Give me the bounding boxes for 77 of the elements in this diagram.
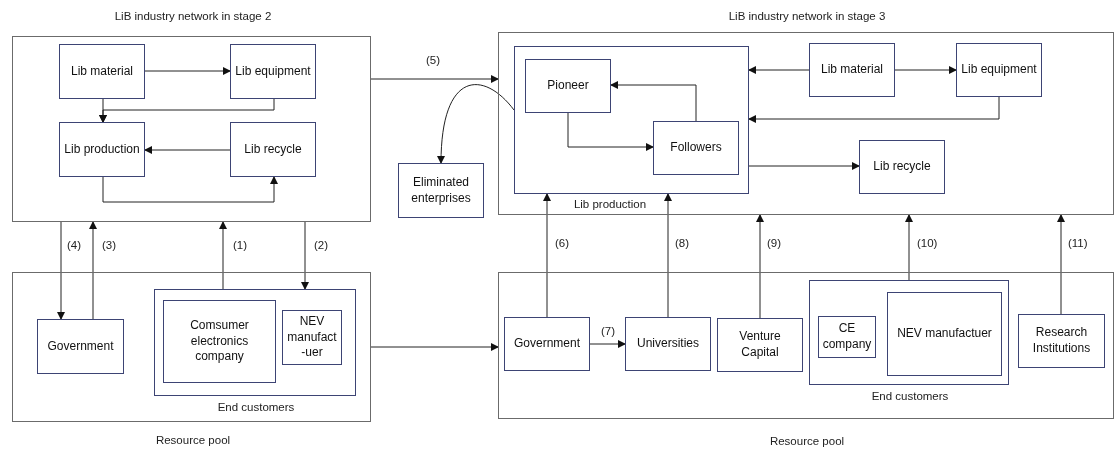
process-box [525,59,611,113]
box-label: Lib equipment [235,63,311,80]
edge-label: (9) [766,238,783,250]
box-label: Lib recycle [244,141,302,158]
box-label: Research Institutions [1031,325,1092,357]
arrow [144,67,231,75]
arrow [437,84,515,164]
process-box [887,292,1002,376]
process-box [59,44,145,99]
box-label: Lib equipment [961,62,1037,78]
arrow [1057,214,1065,315]
box-label: Pioneer [547,78,589,94]
box-label: Lib production [64,141,140,158]
arrow [57,221,65,320]
heading-text: End customers [870,389,950,404]
heading-text: End customers [216,400,296,415]
edge-label: (8) [674,238,691,250]
box-label: CE company [822,321,872,353]
arrow [567,112,654,151]
edge-label: (11) [1067,238,1089,250]
box-label: Government [514,336,580,352]
arrow [89,221,97,320]
arrow [370,343,499,351]
heading-text: Resource pool [154,433,232,448]
edge-label: (7) [600,326,617,338]
arrow [99,98,275,123]
process-box [625,317,711,371]
box-label: NEV manufactuer [897,326,992,342]
arrow [905,214,913,281]
edge-label: (2) [313,240,330,252]
process-box [230,44,316,99]
arrow [610,81,697,122]
arrow [748,66,810,74]
process-box [37,319,124,374]
arrow [301,221,309,290]
edge-label: (1) [232,240,249,252]
process-box [1018,314,1105,368]
box-label: Venture Capital [738,329,782,361]
arrow [144,146,231,154]
arrow [370,75,499,83]
arrow [664,193,672,318]
process-box [59,122,145,177]
box-label: Eliminated enterprises [410,174,472,207]
arrow [102,176,278,203]
edge-label: (6) [554,238,571,250]
process-box [504,317,590,371]
arrow [748,96,1000,123]
box-label: Lib recycle [873,159,931,175]
box-label: Lib material [71,63,133,80]
arrow [589,340,626,348]
process-box [956,43,1042,97]
box-label: Comsumer electronics company [189,318,250,365]
box-label: Government [47,338,114,355]
edge-label: (4) [66,240,83,252]
edge-label: (10) [916,238,939,250]
heading-text: Resource pool [768,434,846,449]
edge-label: (5) [425,55,442,67]
box-label: Followers [670,140,722,156]
arrow [219,221,227,290]
arrow [894,66,957,74]
process-box [859,140,945,194]
process-box [809,43,895,97]
heading-text: LiB industry network in stage 3 [727,9,887,24]
box-label: Universities [637,336,699,352]
edge-label: (3) [101,240,118,252]
arrow [543,193,551,318]
arrow [756,214,764,319]
process-box [163,300,276,383]
heading-text: Lib production [572,197,648,212]
process-box [653,121,739,175]
process-box [398,163,484,218]
arrow [748,162,860,170]
heading-text: LiB industry network in stage 2 [113,9,273,24]
process-box [717,318,803,372]
process-box [230,122,316,177]
box-label: NEV manufact -uer [287,314,337,361]
box-label: Lib material [821,62,883,78]
